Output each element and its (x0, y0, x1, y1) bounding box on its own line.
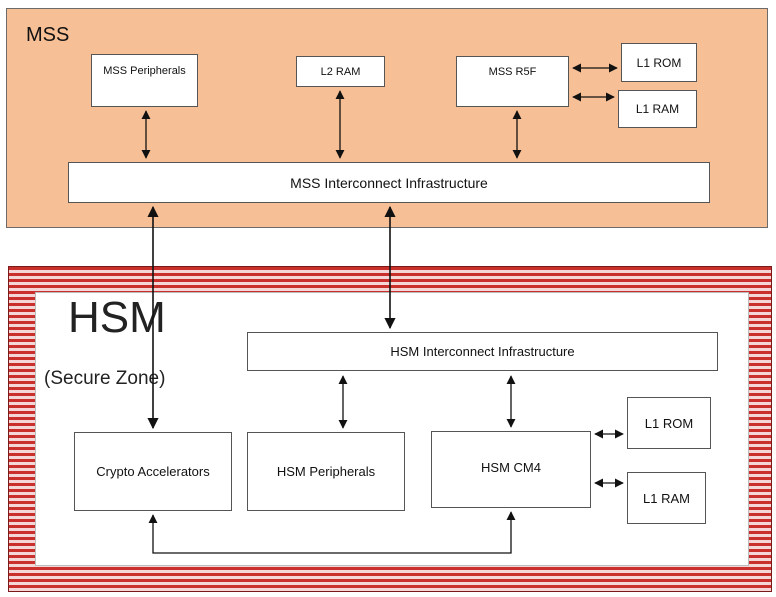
hsm-cm4-label: HSM CM4 (481, 460, 541, 475)
hsm-interconnect-box: HSM Interconnect Infrastructure (247, 332, 718, 371)
mss-peripherals-label: MSS Peripherals (103, 65, 186, 77)
mss-r5f-box: MSS R5F (456, 56, 569, 107)
hsm-subtitle: (Secure Zone) (44, 368, 166, 389)
mss-interconnect-label: MSS Interconnect Infrastructure (290, 174, 488, 191)
mss-peripherals-box: MSS Peripherals (91, 54, 198, 107)
mss-l1-ram-label: L1 RAM (635, 102, 680, 116)
mss-l1-ram-box: L1 RAM (618, 90, 697, 128)
mss-interconnect-box: MSS Interconnect Infrastructure (68, 162, 710, 203)
mss-l1-rom-box: L1 ROM (621, 43, 697, 82)
crypto-accelerators-label: Crypto Accelerators (96, 464, 210, 479)
hsm-l1-rom-label: L1 ROM (644, 415, 694, 431)
hsm-l1-ram-box: L1 RAM (627, 472, 706, 524)
hsm-l1-ram-label: L1 RAM (643, 490, 690, 506)
link-crypto-cm4 (148, 511, 516, 554)
crypto-accelerators-box: Crypto Accelerators (74, 432, 232, 511)
hsm-cm4-box: HSM CM4 (431, 431, 591, 508)
mss-l2-ram-box: L2 RAM (296, 56, 385, 87)
mss-r5f-label: MSS R5F (488, 66, 537, 78)
hsm-peripherals-label: HSM Peripherals (276, 464, 376, 479)
hsm-peripherals-box: HSM Peripherals (247, 432, 405, 511)
hsm-interconnect-label: HSM Interconnect Infrastructure (390, 344, 575, 359)
mss-l1-rom-label: L1 ROM (636, 55, 682, 70)
hsm-l1-rom-box: L1 ROM (627, 397, 711, 449)
mss-title: MSS (26, 24, 70, 46)
mss-l2-ram-label: L2 RAM (320, 65, 361, 78)
